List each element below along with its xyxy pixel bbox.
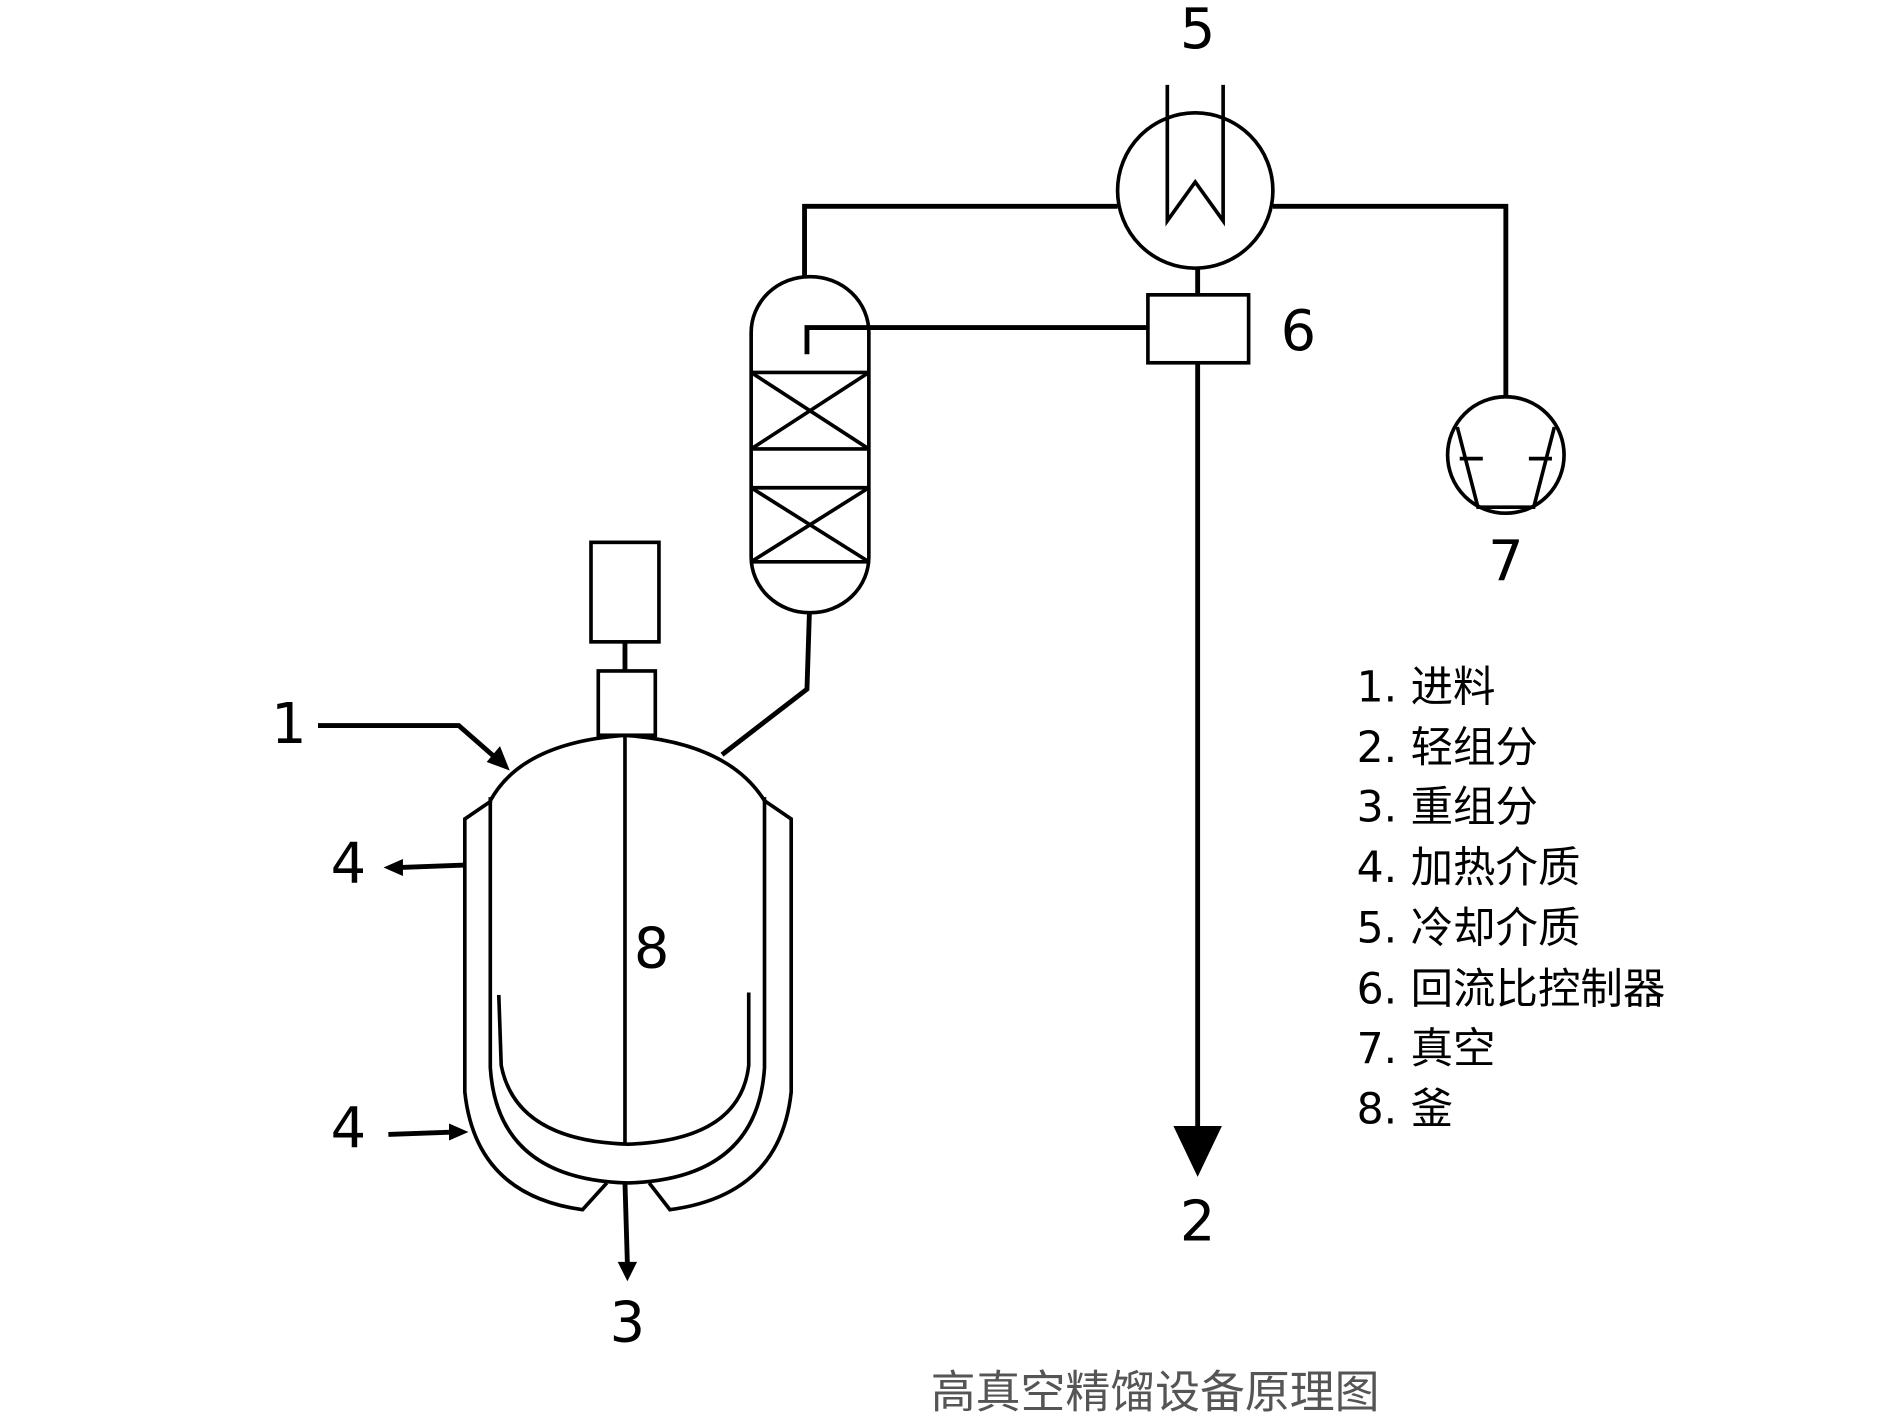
arrow-down-icon xyxy=(617,1261,638,1282)
condenser xyxy=(1115,84,1275,270)
legend-item: 7. 真空 xyxy=(1357,1025,1496,1074)
arrow-down-icon xyxy=(1173,1125,1222,1177)
vacuum-pump-icon xyxy=(1445,394,1566,516)
column-feed-line xyxy=(720,612,812,757)
legend: 1. 进料 2. 轻组分 3. 重组分 4. 加热介质 5. 冷却介质 6. 回… xyxy=(1357,663,1666,1134)
arrow-icon xyxy=(486,746,510,771)
label-vacuum: 7 xyxy=(1488,530,1524,595)
label-heat-out: 4 xyxy=(331,832,367,897)
reflux-line xyxy=(804,325,1148,355)
vapor-line xyxy=(802,203,1118,277)
legend-item: 2. 轻组分 xyxy=(1357,724,1538,773)
label-kettle: 8 xyxy=(634,917,670,982)
legend-item: 4. 加热介质 xyxy=(1357,844,1581,893)
kettle xyxy=(462,733,794,1212)
heavy-outlet-line xyxy=(622,1182,630,1265)
feed-line xyxy=(318,723,500,762)
arrow-left-icon xyxy=(383,859,403,877)
vacuum-line xyxy=(1272,203,1509,397)
arrow-right-icon xyxy=(449,1123,469,1141)
legend-item: 8. 釜 xyxy=(1357,1086,1453,1135)
diagram-caption: 高真空精馏设备原理图 xyxy=(931,1365,1380,1418)
legend-item: 3. 重组分 xyxy=(1357,783,1538,832)
label-cooling: 5 xyxy=(1180,0,1216,62)
label-feed: 1 xyxy=(271,692,306,757)
heat-out-line xyxy=(397,862,465,870)
legend-item: 6. 回流比控制器 xyxy=(1357,965,1666,1014)
legend-item: 1. 进料 xyxy=(1357,663,1496,712)
label-heavy: 3 xyxy=(610,1290,646,1355)
motor xyxy=(589,540,661,644)
heat-in-line xyxy=(388,1129,454,1137)
label-heat-in: 4 xyxy=(331,1096,367,1161)
reflux-controller xyxy=(1146,293,1251,365)
label-reflux: 6 xyxy=(1281,299,1317,364)
packed-column xyxy=(749,274,871,615)
legend-item: 5. 冷却介质 xyxy=(1357,905,1581,954)
label-light: 2 xyxy=(1180,1190,1216,1255)
gearbox xyxy=(596,669,658,738)
